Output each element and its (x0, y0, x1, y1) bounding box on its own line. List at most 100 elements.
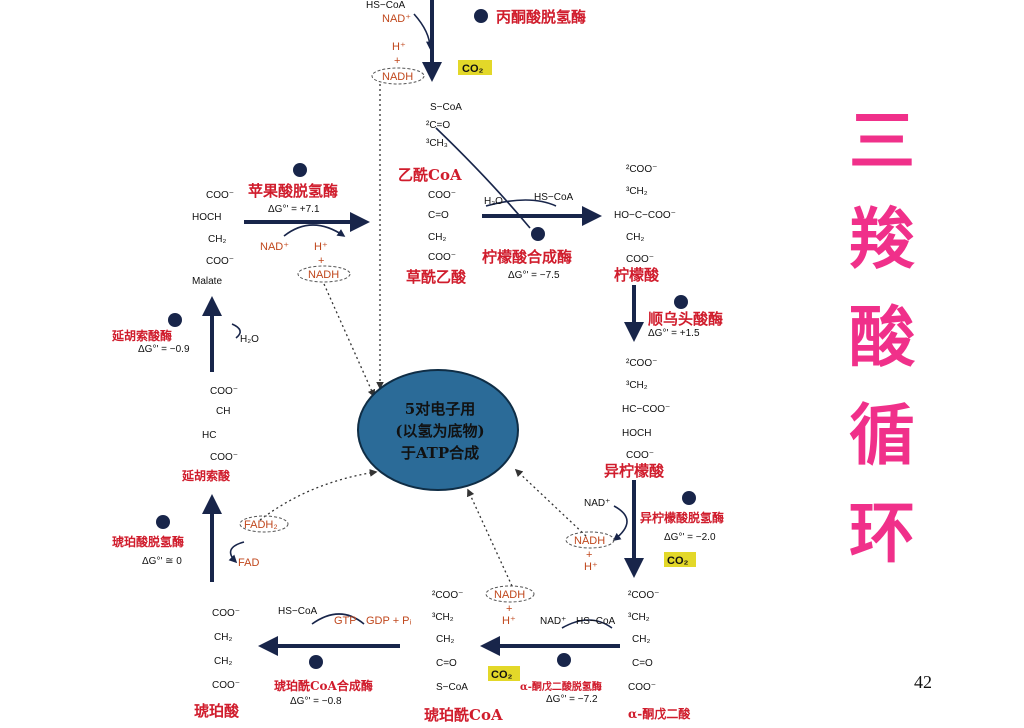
metabolite-citrate: 柠檬酸 (614, 266, 660, 284)
cofactor-h-pdh: H⁺ (392, 41, 406, 53)
structure-malate: COO⁻ HOCH CH₂ COO⁻ (192, 190, 234, 267)
cofactor-plus-mdh: + (318, 255, 324, 267)
title-char: 环 (849, 494, 915, 572)
enzyme-akgdh: α-酮戊二酸脱氢酶 (520, 680, 602, 693)
structure-line: COO⁻ (206, 190, 234, 201)
metabolite-akg: α-酮戊二酸 (628, 706, 691, 721)
cofactor-nad-akgdh: NAD⁺ (540, 616, 566, 627)
structure-line: COO⁻ (428, 190, 456, 201)
enzyme-mdh: 苹果酸脱氢酶 (248, 182, 338, 200)
structure-line: HOCH (622, 428, 651, 439)
structure-line: COO⁻ (212, 608, 240, 619)
co2-box-idh (664, 552, 696, 567)
cofactor-curves (228, 13, 628, 629)
structure-isocitrate: ²COO⁻ ³CH₂ HC−COO⁻ HOCH COO⁻ (622, 358, 670, 461)
dg-sdh: ΔG°' ≅ 0 (142, 556, 182, 567)
cofactor-h2o-fum: H₂O (240, 334, 259, 345)
cofactor-plus-idh: + (586, 549, 592, 561)
cofactor-hscoa-cs: HS−CoA (534, 192, 574, 203)
cofactor-fadh2-sdh: FADH₂ (244, 519, 278, 531)
cofactor-nad-idh: NAD⁺ (584, 498, 610, 509)
structure-line: CH₂ (214, 632, 232, 643)
structure-line: ³CH₃ (426, 138, 448, 149)
structure-line: HC−COO⁻ (622, 404, 670, 415)
enzyme-aconitase: 顺乌头酸酶 (648, 310, 723, 328)
structure-line: COO⁻ (212, 680, 240, 691)
cofactor-nadh-pdh: NADH (382, 71, 413, 83)
structure-fumarate: COO⁻ CH HC COO⁻ (202, 386, 238, 463)
structure-line: CH₂ (436, 634, 454, 645)
cofactor-fad-sdh: FAD (238, 557, 259, 569)
enzyme-citrate-synthase: 柠檬酸合成酶 (482, 248, 572, 266)
structure-oxaloacetate: COO⁻ C=O CH₂ COO⁻ (428, 190, 456, 263)
structure-line: ³CH₂ (628, 612, 650, 623)
enzyme-pdh: 丙酮酸脱氢酶 (496, 8, 586, 26)
pathway-arrows (202, 0, 644, 656)
metabolite-isocitrate: 异柠檬酸 (604, 462, 665, 480)
structure-succinate: COO⁻ CH₂ CH₂ COO⁻ (212, 608, 240, 691)
cofactor-plus-akgdh: + (506, 603, 512, 615)
electron-flow-arrows (259, 84, 587, 587)
structure-line: C=O (428, 210, 449, 221)
structure-line: ³CH₂ (432, 612, 454, 623)
metabolite-oxaloacetate: 草酰乙酸 (406, 268, 467, 286)
title-char: 酸 (849, 298, 915, 376)
structure-line: CH₂ (626, 232, 644, 243)
structure-line: CH₂ (214, 656, 232, 667)
dg-citrate-synthase: ΔG°' = −7.5 (508, 270, 560, 281)
metabolite-malate-label: Malate (192, 276, 222, 287)
metabolite-succinyl-coa: 琥珀酰CoA (424, 706, 503, 724)
electron-pool-ellipse (357, 369, 519, 491)
structure-line: CH₂ (208, 234, 226, 245)
cofactor-hscoa-pdh: HS−CoA (366, 0, 406, 11)
structure-line: CH₂ (632, 634, 650, 645)
co2-label-akgdh: CO₂ (491, 669, 513, 681)
structure-line: CH (216, 406, 230, 417)
page-number: 42 (914, 672, 932, 692)
cofactor-nadh-mdh: NADH (308, 269, 339, 281)
enzyme-step-markers (156, 9, 696, 669)
center-line-2: (以氢为底物) (395, 422, 484, 440)
dg-mdh: ΔG°' = +7.1 (268, 204, 320, 215)
cofactor-h2o-cs: H₂O (484, 196, 503, 207)
metabolite-succinate: 琥珀酸 (194, 702, 240, 720)
center-line-1: 5对电子用 (405, 400, 475, 418)
cofactor-nad-pdh: NAD⁺ (382, 13, 411, 25)
cofactor-nadh-idh: NADH (574, 535, 605, 547)
structure-line: HOCH (192, 212, 221, 223)
structure-line: HC (202, 430, 216, 441)
structure-line: ³CH₂ (626, 380, 648, 391)
dg-idh: ΔG°' = −2.0 (664, 532, 716, 543)
enzyme-sdh: 琥珀酸脱氢酶 (112, 534, 184, 549)
enzyme-idh: 异柠檬酸脱氢酶 (640, 510, 724, 525)
center-line-3: 于ATP合成 (401, 444, 479, 462)
structure-line: COO⁻ (626, 254, 654, 265)
co2-box-pdh (458, 60, 492, 75)
dg-akgdh: ΔG°' = −7.2 (546, 694, 598, 705)
structure-line: S−CoA (430, 102, 462, 113)
metabolite-acetyl-coa: 乙酰CoA (398, 166, 462, 184)
structure-line: ²C=O (426, 120, 450, 131)
co2-label-idh: CO₂ (667, 555, 689, 567)
co2-box-akgdh (488, 666, 520, 681)
cofactor-gdp-scs: GDP + Pᵢ (366, 615, 412, 627)
structure-line: S−CoA (436, 682, 468, 693)
structure-line: COO⁻ (428, 252, 456, 263)
structure-line: COO⁻ (210, 386, 238, 397)
cofactor-nad-mdh: NAD⁺ (260, 241, 289, 253)
structure-line: ²COO⁻ (626, 164, 657, 175)
title-char: 羧 (849, 200, 915, 278)
enzyme-fumarase: 延胡索酸酶 (111, 328, 172, 343)
structure-line: ²COO⁻ (432, 590, 463, 601)
title-char: 三 (849, 102, 915, 180)
dg-fumarase: ΔG°' = −0.9 (138, 344, 190, 355)
structure-line: ³CH₂ (626, 186, 648, 197)
structure-line: C=O (632, 658, 653, 669)
structure-line: CH₂ (428, 232, 446, 243)
cofactor-nadh-akgdh: NADH (494, 589, 525, 601)
enzyme-succinyl-coa-synthetase: 琥珀酰CoA合成酶 (274, 678, 373, 693)
dg-succinyl-coa-synthetase: ΔG°' = −0.8 (290, 696, 342, 707)
cofactor-h-akgdh: H⁺ (502, 615, 516, 627)
structure-akg: ²COO⁻ ³CH₂ CH₂ C=O COO⁻ (628, 590, 659, 693)
